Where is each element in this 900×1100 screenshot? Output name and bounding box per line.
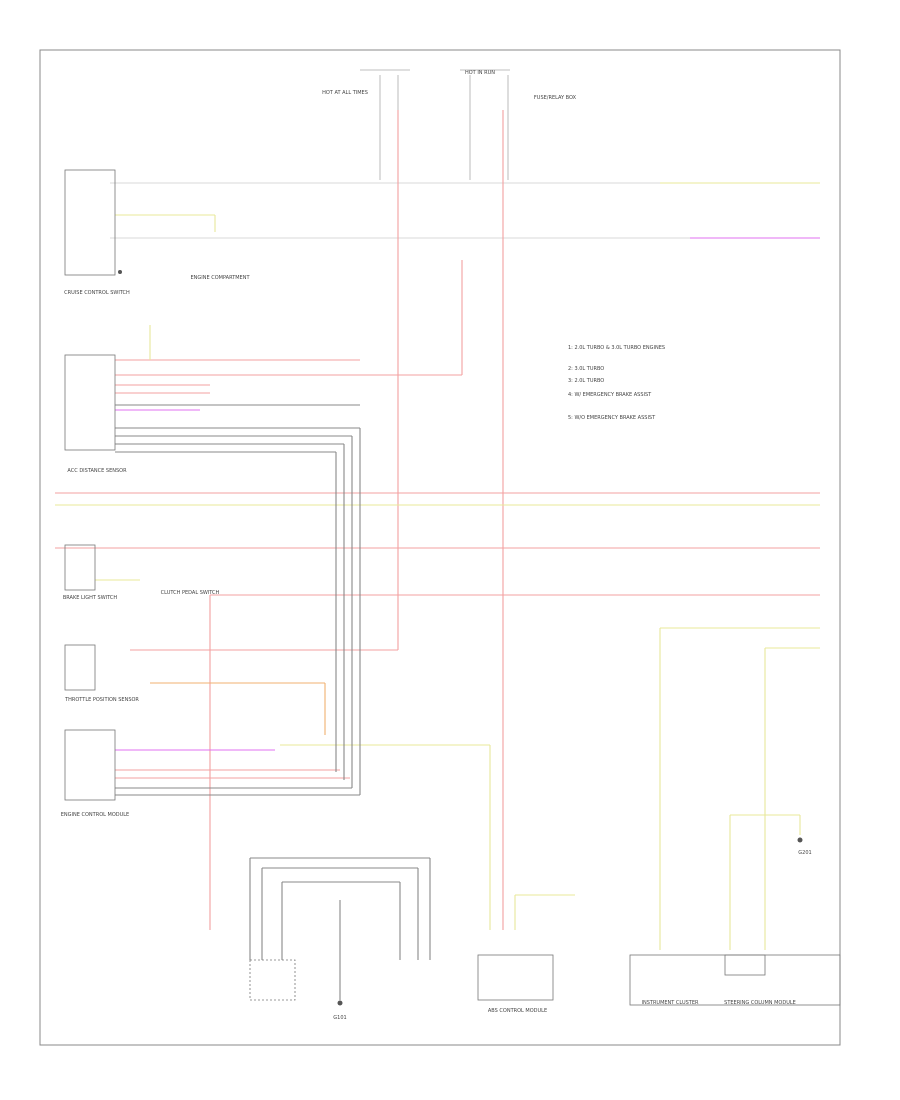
label-fuse-relay-box: FUSE/RELAY BOX — [533, 95, 577, 101]
ground-symbols — [118, 270, 803, 1006]
label-cruise-switch: CRUISE CONTROL SWITCH — [64, 290, 130, 296]
label-hot-in-run: HOT IN RUN — [464, 70, 496, 76]
abs-module-box — [477, 954, 554, 1001]
acc-module-box — [64, 354, 116, 451]
cruise-switch-box — [64, 169, 116, 276]
red-wires — [55, 110, 820, 930]
legend-note-1: 1: 2.0L TURBO & 3.0L TURBO ENGINES — [568, 345, 666, 351]
label-clutch-switch: CLUTCH PEDAL SWITCH — [160, 590, 220, 596]
yellow-wires — [55, 182, 820, 950]
cluster-box — [629, 954, 841, 1006]
ground-right-symbol — [797, 837, 803, 843]
legend-note-4: 4: W/ EMERGENCY BRAKE ASSIST — [568, 392, 652, 398]
label-brake-switch: BRAKE LIGHT SWITCH — [62, 595, 118, 601]
ground-acc-symbol — [118, 270, 122, 274]
label-cluster: INSTRUMENT CLUSTER — [641, 1000, 699, 1006]
label-steering: STEERING COLUMN MODULE — [724, 1000, 796, 1006]
label-ecm: ENGINE CONTROL MODULE — [60, 812, 130, 818]
diagram-frame — [39, 49, 841, 1046]
legend-note-3: 3: 2.0L TURBO — [568, 378, 605, 384]
label-abs-module: ABS CONTROL MODULE — [487, 1008, 548, 1014]
label-ground-mid: G101 — [333, 1015, 347, 1021]
label-acc-module: ACC DISTANCE SENSOR — [67, 468, 127, 474]
legend-note-2: 2: 3.0L TURBO — [568, 366, 605, 372]
label-ground-right: G201 — [798, 850, 812, 856]
cluster-inner-box — [724, 954, 766, 976]
steering-box — [249, 959, 296, 1001]
clutch-switch-box — [64, 644, 96, 691]
legend-note-5: 5: W/O EMERGENCY BRAKE ASSIST — [568, 415, 656, 421]
gray-wires — [115, 404, 431, 1000]
ground-mid-symbol — [337, 1000, 343, 1006]
brake-switch-box — [64, 544, 96, 591]
component-boxes — [64, 169, 841, 1006]
label-hot-at-all-times: HOT AT ALL TIMES — [322, 90, 368, 96]
ecm-box — [64, 729, 116, 801]
label-engine-compartment: ENGINE COMPARTMENT — [190, 275, 250, 281]
label-throttle-pedal: THROTTLE POSITION SENSOR — [65, 697, 139, 703]
top-power-feeds — [110, 69, 820, 239]
purple-wires — [115, 237, 820, 751]
orange-wires — [150, 682, 326, 735]
